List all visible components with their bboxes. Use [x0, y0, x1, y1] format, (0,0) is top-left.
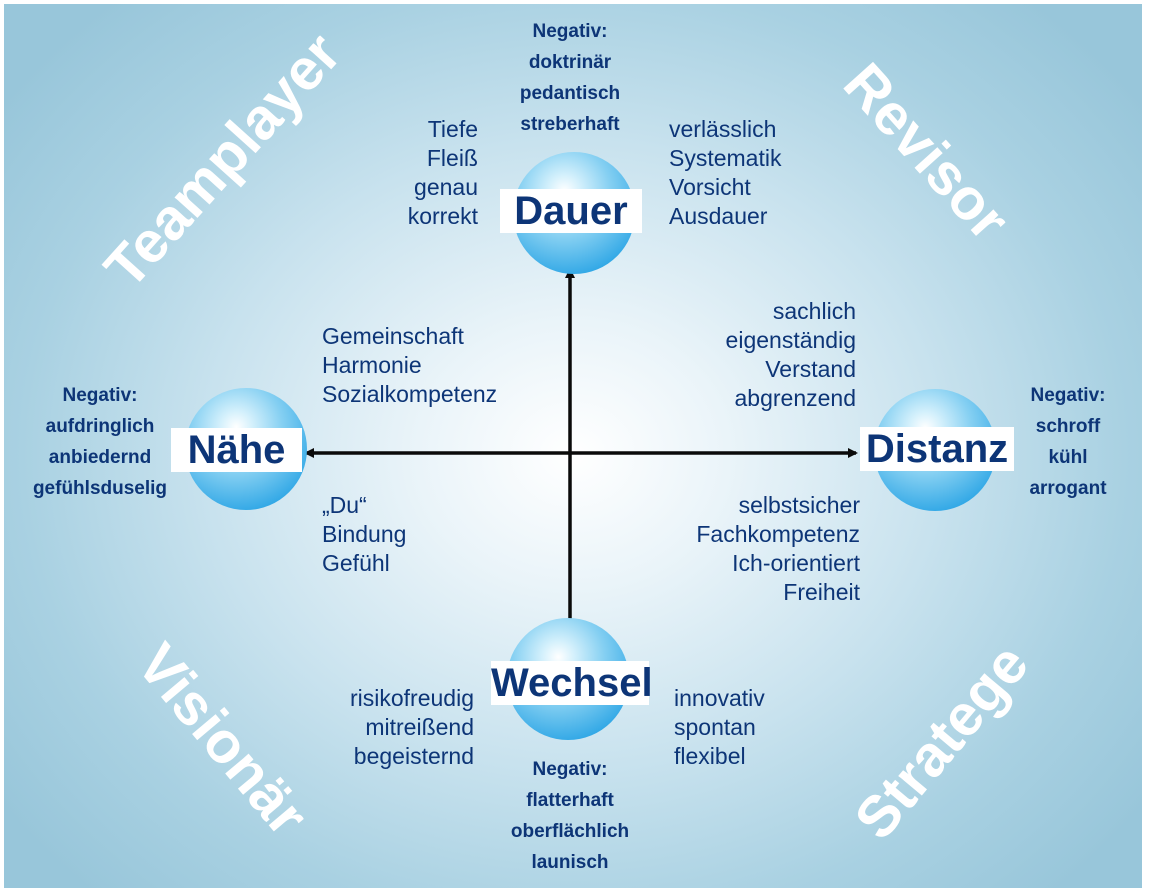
distanz-negative: Negativ: schroff kühl arrogant [1029, 385, 1107, 499]
wechsel-left-traits: risikofreudig mitreißend begeisternd [350, 685, 474, 769]
dauer-right-traits: verlässlich Systematik Vorsicht Ausdauer [669, 116, 782, 229]
wechsel-right-traits: innovativ spontan flexibel [674, 685, 765, 769]
dauer-negative: Negativ: doktrinär pedantisch streberhaf… [519, 21, 621, 135]
wechsel-label: Wechsel [491, 661, 653, 705]
distanz-lower-traits: selbstsicher Fachkompetenz Ich-orientier… [696, 492, 860, 605]
wechsel-negative: Negativ: flatterhaft oberflächlich launi… [510, 759, 630, 873]
distanz-upper-traits: sachlich eigenständig Verstand abgrenzen… [725, 298, 856, 411]
dauer-left-traits: Tiefe Fleiß genau korrekt [407, 116, 478, 229]
naehe-lower-traits: „Du“ Bindung Gefühl [322, 492, 407, 576]
axes [304, 268, 858, 632]
naehe-negative: Negativ: aufdringlich anbiedernd gefühls… [32, 385, 168, 499]
naehe-label: Nähe [171, 428, 302, 472]
diagram-canvas: Teamplayer Revisor Visionär Stratege Dau… [4, 4, 1142, 888]
dauer-label: Dauer [500, 189, 642, 233]
naehe-upper-traits: Gemeinschaft Harmonie Sozialkompetenz [322, 323, 498, 407]
distanz-label: Distanz [860, 427, 1014, 471]
